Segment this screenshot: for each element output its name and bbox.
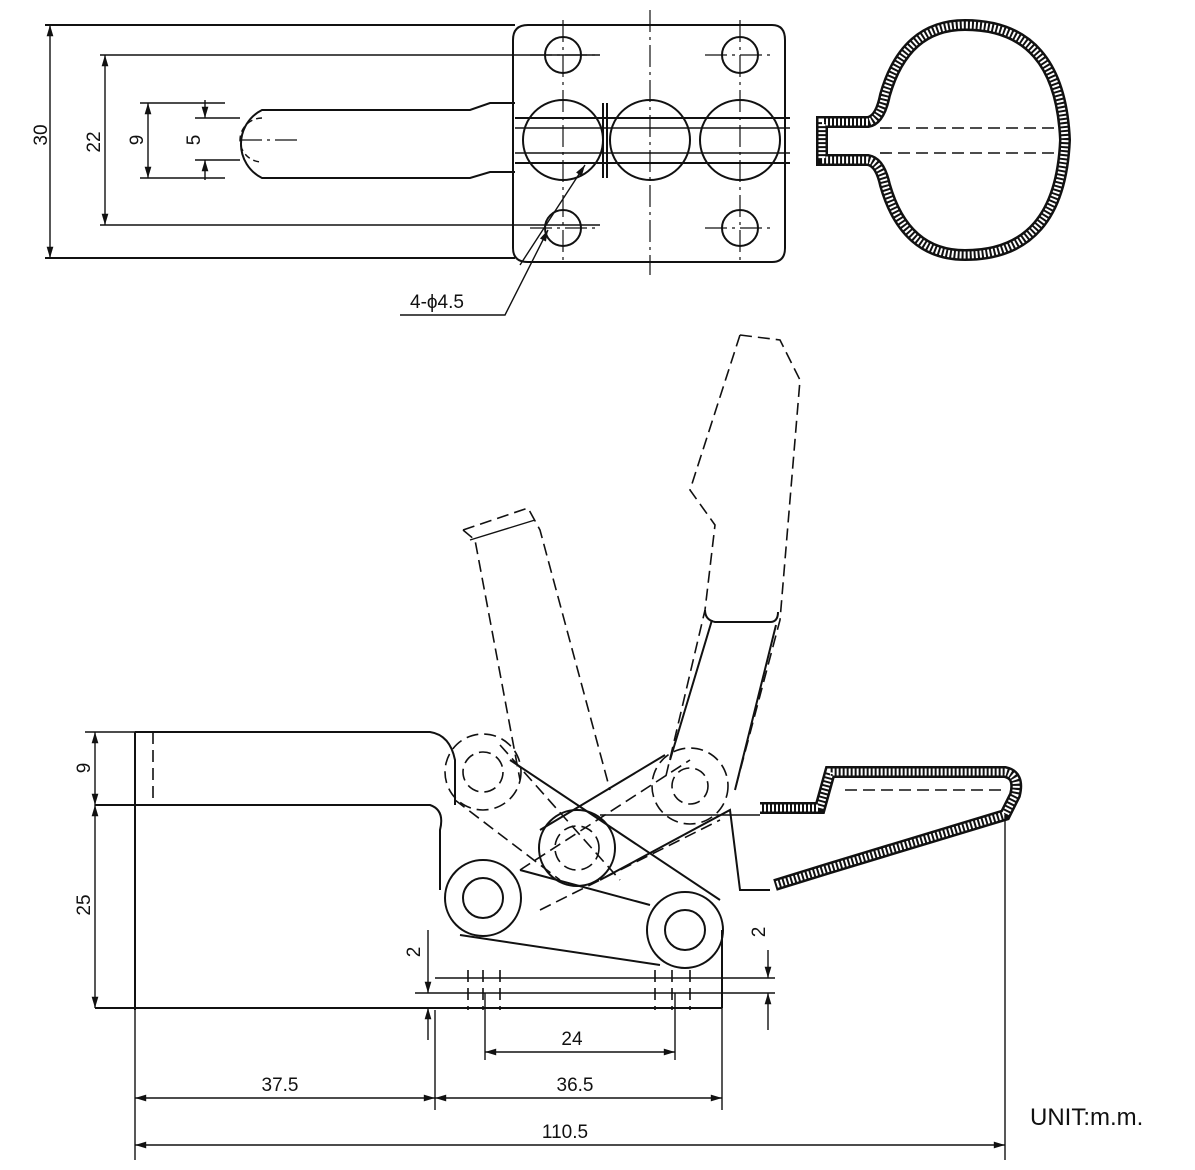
phantom-handle-2	[664, 334, 801, 791]
dim-9-top: 9	[127, 135, 148, 146]
unit-label: UNIT:m.m.	[1030, 1104, 1143, 1131]
handle-side	[760, 766, 1023, 891]
linkage	[444, 733, 770, 969]
body	[95, 731, 456, 890]
dim-5: 5	[184, 135, 205, 146]
dim-2-right: 2	[749, 927, 770, 938]
side-view: 9 25 2 2 24 37.5 36.5 110.5	[74, 334, 1023, 1160]
handle-top	[816, 18, 1072, 262]
phantom-handle-1	[462, 507, 611, 791]
dim-110-5: 110.5	[542, 1122, 588, 1143]
slot	[240, 102, 515, 179]
dim-24: 24	[561, 1029, 583, 1050]
dim-37-5: 37.5	[262, 1075, 299, 1096]
hole-callout: 4-ϕ4.5	[410, 292, 464, 313]
mounting-holes	[522, 10, 781, 275]
dim-22: 22	[84, 131, 105, 152]
dim-30: 30	[31, 124, 52, 145]
dim-36-5: 36.5	[557, 1075, 594, 1096]
dim-9-side: 9	[74, 763, 95, 774]
top-view: 30 22 9 5 4-ϕ4.5	[31, 10, 1072, 316]
mounting-plate	[512, 24, 786, 263]
dim-2-left: 2	[404, 947, 425, 958]
dim-25: 25	[74, 894, 95, 915]
